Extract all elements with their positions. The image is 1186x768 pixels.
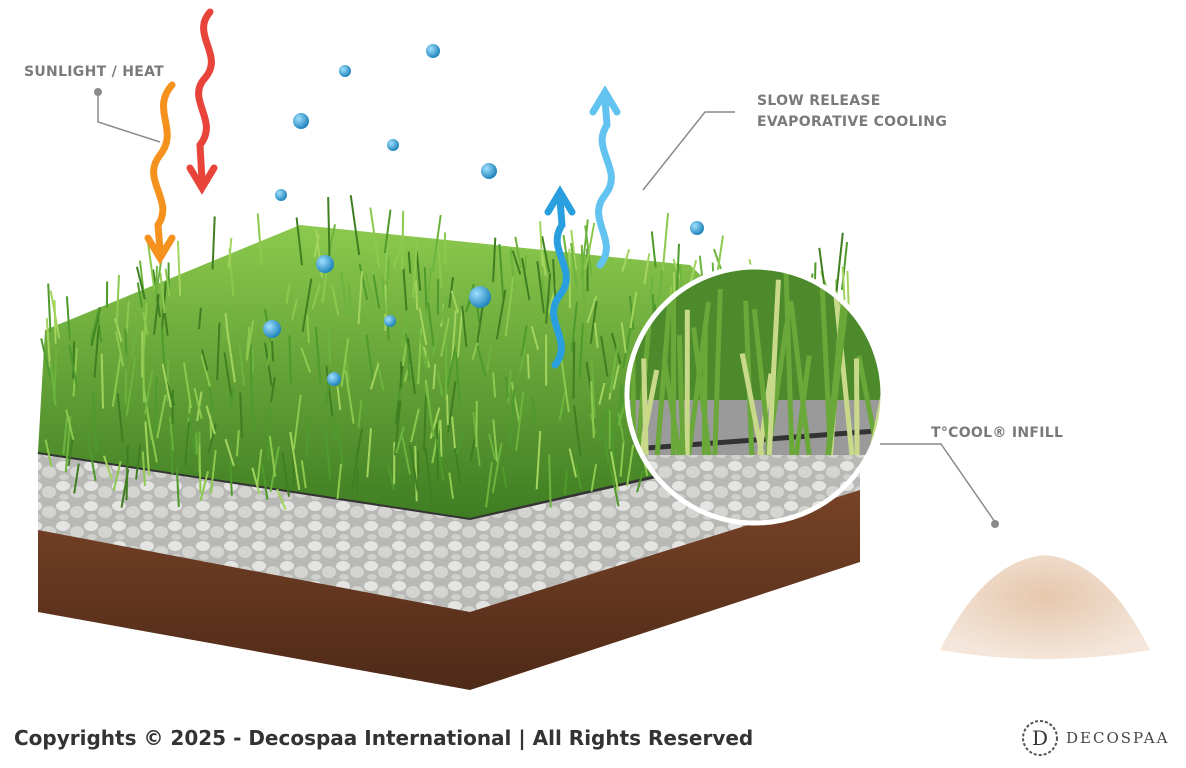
callout-lines <box>94 88 999 528</box>
infill-label: T°COOL® INFILL <box>931 425 1064 441</box>
cooling-label-line1: SLOW RELEASE <box>757 93 881 109</box>
water-droplet <box>327 372 341 386</box>
water-droplet <box>275 189 287 201</box>
decospaa-emblem-icon: D <box>1022 720 1058 756</box>
water-droplet <box>384 315 396 327</box>
cooling-arrow-blue <box>544 185 576 369</box>
cooling-label-line2: EVAPORATIVE COOLING <box>757 114 948 130</box>
water-droplet <box>387 139 399 151</box>
water-droplet <box>426 44 440 58</box>
heat-arrow-orange <box>144 81 176 265</box>
infill-sand-pile <box>940 555 1150 659</box>
water-droplet <box>263 320 281 338</box>
copyright-text: Copyrights © 2025 - Decospaa Internation… <box>14 726 754 750</box>
heat-arrow-red <box>186 8 218 195</box>
brand-logo: D DECOSPAA <box>1020 718 1169 758</box>
water-droplet <box>339 65 351 77</box>
water-droplet <box>481 163 497 179</box>
soil-layer <box>38 478 860 690</box>
water-droplet <box>316 255 334 273</box>
water-droplets <box>263 44 704 386</box>
water-droplet <box>469 286 491 308</box>
sunlight-heat-label: SUNLIGHT / HEAT <box>24 64 164 80</box>
brand-name: DECOSPAA <box>1066 729 1170 747</box>
water-droplet <box>293 113 309 129</box>
svg-text:D: D <box>1032 726 1048 750</box>
water-droplet <box>690 221 704 235</box>
cooling-arrow-light-blue <box>589 85 621 269</box>
